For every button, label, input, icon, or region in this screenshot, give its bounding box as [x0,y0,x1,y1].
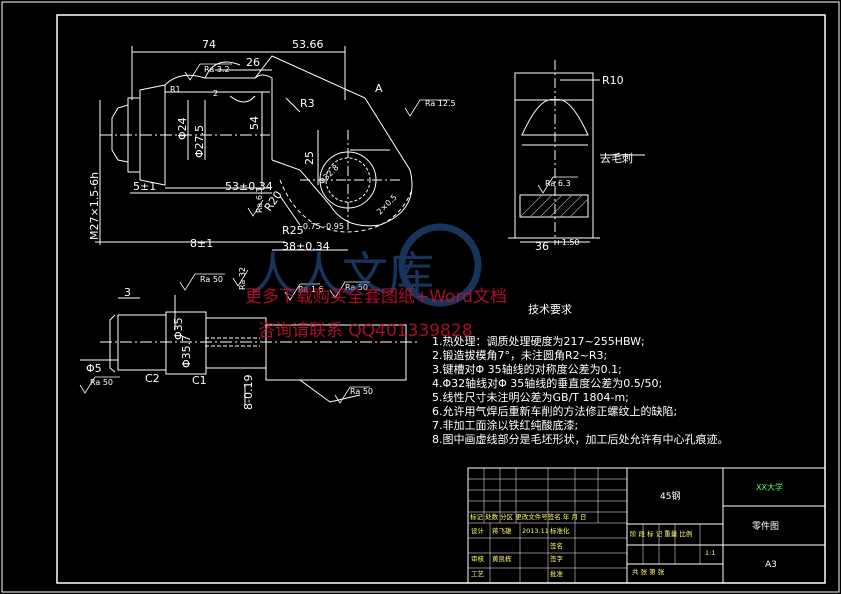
tb-size: A3 [765,560,777,570]
dim-5: 5±1 [133,180,156,193]
inner-frame [56,14,826,584]
ra-9: Ra 50 [350,387,373,396]
tech-item: 1.热处理：调质处理硬度为217~255HBW; [432,334,645,348]
tech-title: 技术要求 [528,303,572,316]
side-view [508,60,645,245]
ra-3: Ra 6.3 [255,187,264,213]
dim-53: 53±0.34 [225,180,273,193]
dim-53-66: 53.66 [292,38,324,51]
dim-C2: C2 [145,372,160,385]
tb-reviewer: 黄凯栋 [492,554,512,563]
dim-phi35-7: Φ35.7 [180,335,193,368]
dim-3: 3 [124,286,131,299]
tech-list: 1.热处理：调质处理硬度为217~255HBW; 2.锻造拔模角7°，未注圆角R… [432,334,729,446]
label-deburr: 去毛刺 [600,152,633,165]
ra-8: Ra 50 [345,283,368,292]
dim-26: 26 [246,56,260,69]
tb-approve: 批准 [550,569,564,578]
main-view [95,46,413,251]
tech-item: 8.图中画虚线部分是毛坯形状，加工后处允许有中心孔痕迹。 [432,432,729,446]
ra-1: Ra 3.2 [204,65,230,74]
dim-25: 25 [303,151,316,165]
dim-phi27: Φ27.5 [193,125,206,158]
ra-4: Ra 6.3 [545,179,571,188]
datum-A: A [375,82,383,95]
tb-stage-header: 阶 段 标 记 重量 比例 [630,529,692,538]
dim-C1: C1 [192,374,207,387]
tech-item: 2.锻造拔模角7°，未注圆角R2~R3; [432,348,607,362]
tb-designer: 蒋飞雄 [492,526,512,535]
dim-R25-tol: -0.75 -0.95 [300,222,344,231]
dim-phi35: Φ35 [172,317,185,340]
dim-M27: M27×1.5-6h [88,172,101,240]
ra-7: Ra 50 [90,378,113,387]
ra-2: Ra 12.5 [425,99,456,108]
ra-6: Ra 1.6 [298,285,324,294]
tb-school: XX大学 [756,482,783,492]
dim-phi24: Φ24 [176,117,189,140]
dim-8: 8±1 [190,237,213,250]
section-view [80,295,420,405]
roughness-symbols [79,63,578,404]
title-block [467,467,826,584]
dim-36-tol: +1.50 [555,238,580,247]
tb-part: 零件图 [752,520,779,532]
dim-R10: R10 [602,74,624,87]
dim-54: 54 [248,116,261,130]
tb-date: 2013.11 [522,527,549,535]
logo-watermark: 人人文库 [250,223,482,307]
tb-sign2: 签字 [550,554,564,563]
dim-38: 38±0.34 [282,240,330,253]
tb-design-label: 设计 [471,526,485,535]
dim-36: 36 [535,240,549,253]
tech-item: 4.Φ32轴线对Φ 35轴线的垂直度公差为0.5/50; [432,376,662,390]
tb-rev-header: 标记 处数 分区 更改文件号签名 年 月 日 [470,512,586,521]
dim-phi5: Φ5 [86,362,102,375]
tb-scale: 1:1 [705,549,715,557]
tb-sheets: 共 张 第 张 [632,567,665,576]
tb-material: 45钢 [660,490,680,502]
dim-8-tol: 8-0.19 [242,375,255,410]
tech-item: 7.非加工面涂以铁红纯酸底漆; [432,418,578,432]
tech-item: 3.键槽对Φ 35轴线的对称度公差为0.1; [432,362,622,376]
dim-R25: R25 [282,224,304,237]
dim-R1: R1 [170,85,181,94]
dim-R3: R3 [300,97,315,110]
dim-74: 74 [202,38,216,51]
logo-text: 人人文库 [250,247,434,301]
dim-chamfer1: 2×0.5 [375,193,399,217]
ra-10: Ra 32 [238,267,247,290]
tb-sign: 签名 [550,541,563,550]
tb-craft: 工艺 [471,570,485,578]
dim-2: 2 [213,89,218,98]
tech-item: 5.线性尺寸未注明公差为GB/T 1804-m; [432,390,629,404]
tech-item: 6.允许用气焊后重新车削的方法修正螺纹上的缺陷; [432,404,677,418]
tb-review-label: 审核 [471,554,485,563]
watermark-line1: 更多下载购买全套图纸+Word文档 [245,287,507,307]
watermark-line2: 咨询请联系 QQ401339828 [258,321,473,341]
tb-std: 标准化 [550,526,570,535]
ra-5: Ra 50 [200,275,223,284]
